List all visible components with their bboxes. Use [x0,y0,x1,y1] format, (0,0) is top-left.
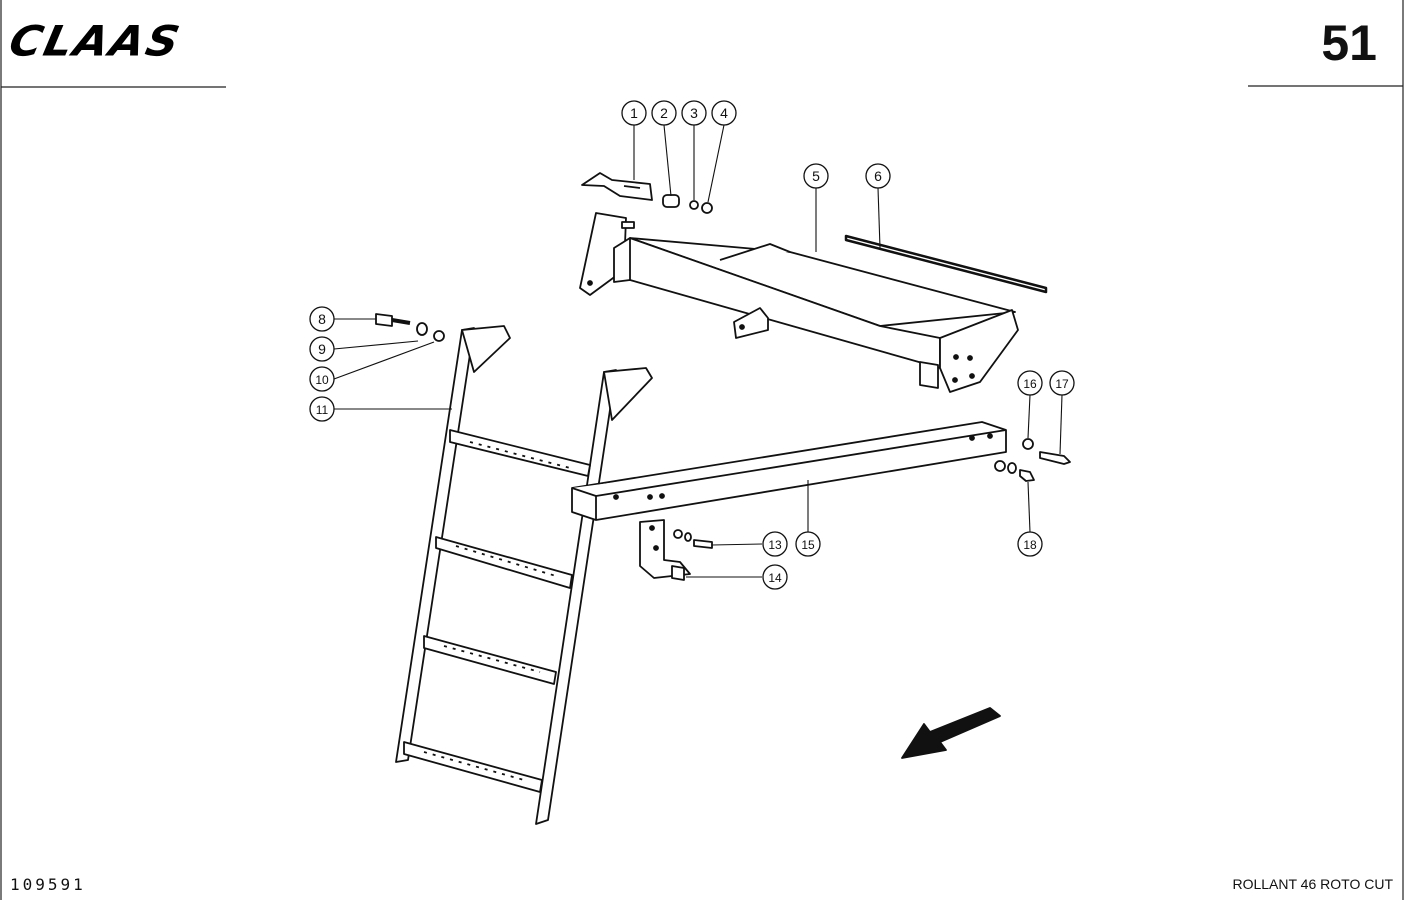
part-15-beam [571,421,1007,521]
callout-number: 2 [660,105,668,121]
callout-4: 4 [711,100,737,126]
callout-number: 15 [801,538,815,552]
part-5-platform-back [719,243,791,261]
part-9-washer [416,322,428,336]
part-8-bolt [375,313,393,327]
callout-number: 3 [690,105,698,121]
part-10-nut [433,330,445,342]
model-name: ROLLANT 46 ROTO CUT [1232,876,1393,892]
part-4-nut [701,202,713,214]
callout-number: 1 [630,105,638,121]
callout-number: 16 [1023,377,1037,391]
callout-15: 15 [795,531,821,557]
part-13-bolt [693,539,713,549]
callout-9: 9 [309,336,335,362]
callout-number: 5 [812,168,820,184]
part-11-ladder [395,325,653,825]
callout-3: 3 [681,100,707,126]
part-2-sleeve [662,194,680,208]
callout-5: 5 [803,163,829,189]
part-3-washer [689,200,699,210]
callout-number: 8 [318,311,326,327]
page-number: 51 [1321,15,1377,71]
part-14-bracket [639,519,691,579]
callout-number: 14 [768,571,782,585]
callout-number: 6 [874,168,882,184]
part-6-strip [844,234,1048,294]
leader-lines [333,124,1063,578]
part-16-nut [1022,438,1034,450]
callout-1: 1 [621,100,647,126]
part-1-bracket [581,172,653,201]
part-18-bolt [1019,469,1035,482]
direction-arrow [901,707,1001,759]
callout-13: 13 [762,531,788,557]
callout-18: 18 [1017,531,1043,557]
callout-number: 13 [768,538,782,552]
callout-2: 2 [651,100,677,126]
part-5-tab [733,307,769,339]
callout-number: 17 [1055,377,1069,391]
callout-labels: 1 2 3 4 5 6 8 9 10 11 13 14 15 16 17 18 [309,100,1075,590]
part-17-bolt [1039,451,1071,465]
callout-number: 4 [720,105,728,121]
part-5-end-plate [939,309,1019,393]
callout-number: 18 [1023,538,1037,552]
callout-number: 11 [316,403,329,417]
exploded-view-drawing [375,172,1071,825]
callout-11: 11 [309,396,335,422]
callout-16: 16 [1017,370,1043,396]
callout-number: 9 [318,341,326,357]
callout-8: 8 [309,306,335,332]
document-number: 109591 [10,875,86,894]
callout-14: 14 [762,564,788,590]
callout-17: 17 [1049,370,1075,396]
callout-10: 10 [309,366,335,392]
callout-number: 10 [315,373,329,387]
callout-6: 6 [865,163,891,189]
